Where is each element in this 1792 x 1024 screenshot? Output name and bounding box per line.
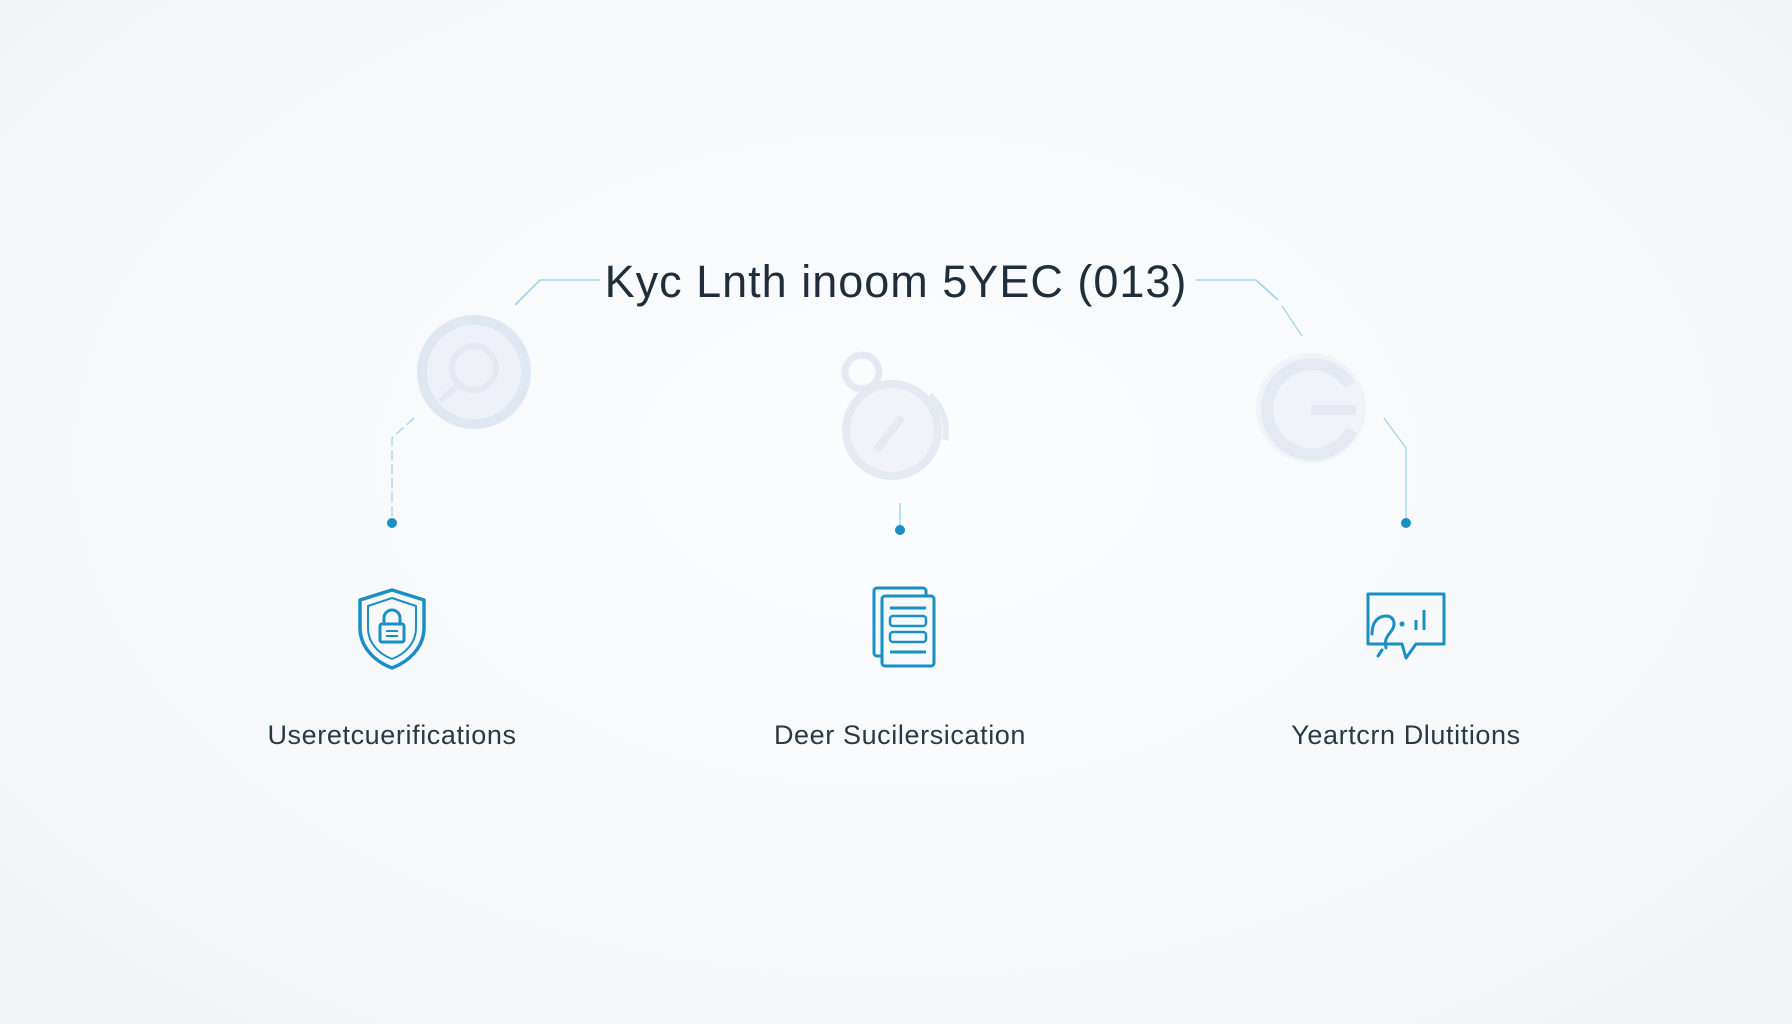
documents-icon	[872, 586, 936, 668]
chat-analytics-icon	[1366, 592, 1446, 660]
ghost-g-icon	[1256, 353, 1366, 463]
node-dot-center	[895, 525, 905, 535]
connector-left-lower	[391, 417, 415, 520]
shield-lock-icon	[358, 588, 426, 670]
diagram-title: Kyc Lnth inoom 5YEC (013)	[604, 256, 1188, 307]
ghost-stopwatch-icon	[841, 351, 949, 480]
connector-right	[1196, 279, 1279, 301]
step-label-2: Deer Sucilersication	[773, 720, 1027, 750]
node-dot-right	[1401, 518, 1411, 528]
step-label-3: Yeartcrn Dlutitions	[1291, 720, 1521, 750]
step-document-verification: Deer Sucilersication	[690, 580, 1110, 750]
connector-right-dash	[1281, 305, 1303, 337]
node-dot-left	[387, 518, 397, 528]
connector-right-lower	[1383, 417, 1407, 520]
ghost-search-icon	[417, 315, 531, 429]
connector-left	[514, 279, 600, 306]
step-label-1: Useretcuerifications	[267, 720, 517, 750]
step-pattern-detection: Yeartcrn Dlutitions	[1196, 580, 1616, 750]
step-user-verification: Useretcuerifications	[182, 580, 602, 750]
